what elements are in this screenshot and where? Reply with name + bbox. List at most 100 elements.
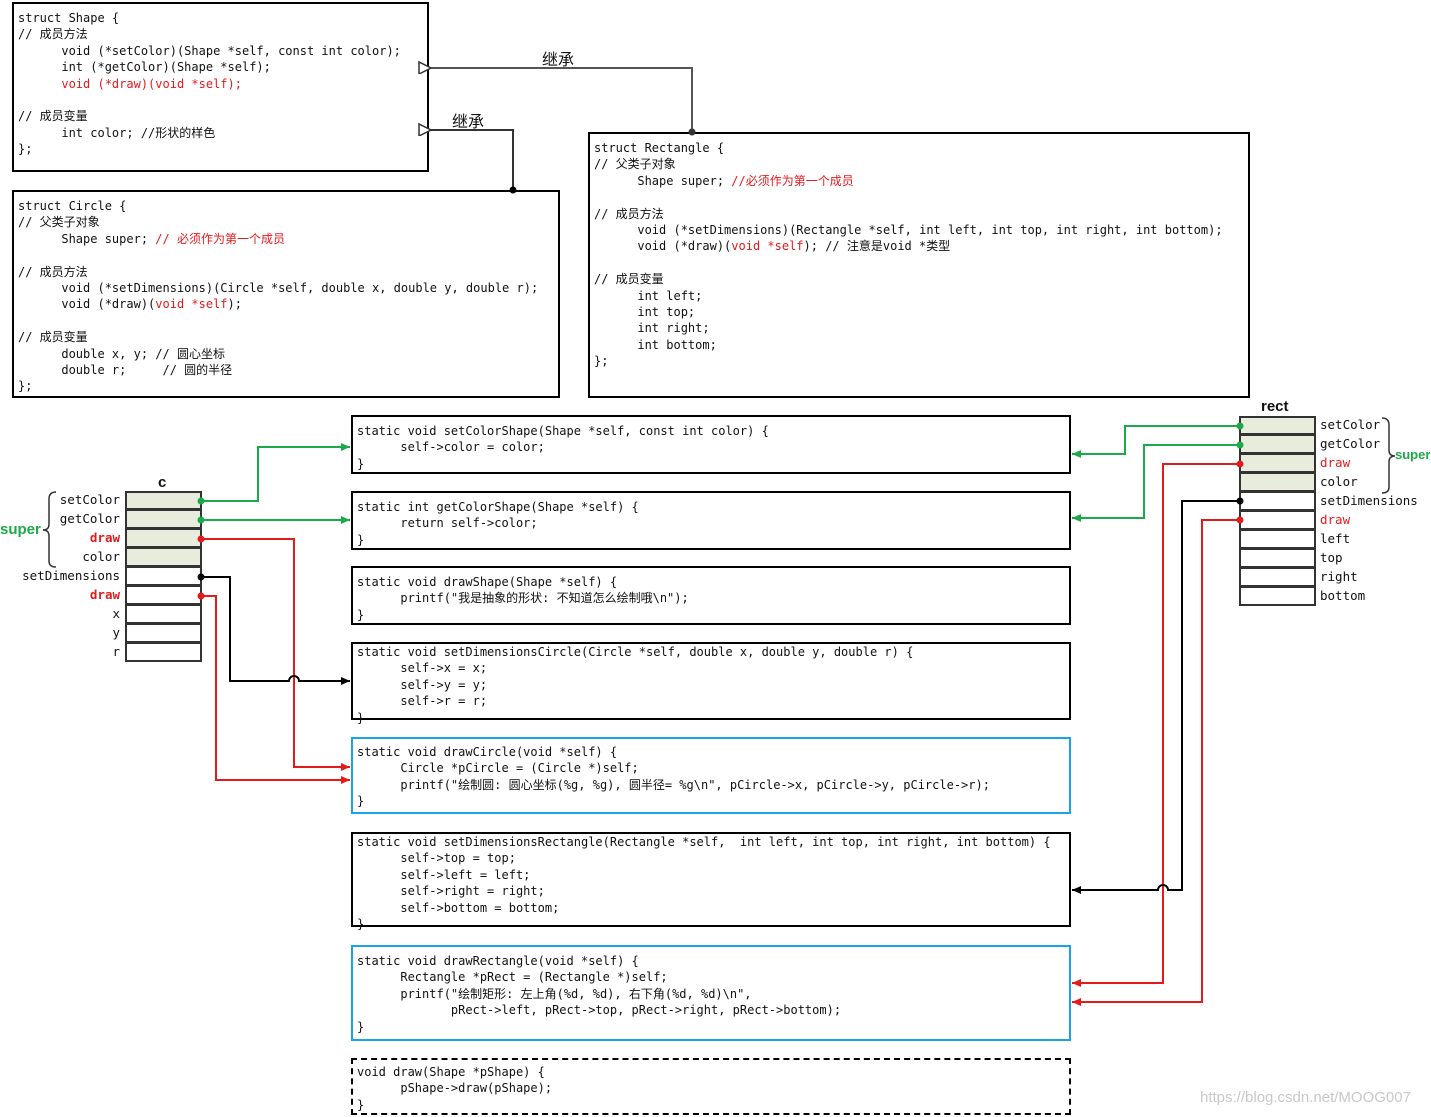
code-line: Shape super; // 必须作为第一个成员 [18,231,285,246]
code-line: printf("绘制圆: 圆心坐标(%g, %g), 圆半径= %g\n", p… [357,777,990,792]
code-line: void (*setDimensions)(Circle *self, doub… [18,280,539,295]
field-label-right: right [1320,569,1358,584]
field-label-setdimensions: setDimensions [22,568,120,583]
field-label-setcolor: setColor [1320,417,1381,432]
field-label-y: y [112,625,120,640]
code-line: void (*draw)(void *self); [18,297,242,312]
code-line: int left; [594,288,703,303]
code-line: self->top = top; [357,851,516,866]
code-line: printf("我是抽象的形状: 不知道怎么绘制哦\n"); [357,591,689,606]
super-label-left: super [0,521,41,538]
field-label-setcolor: setColor [59,492,120,507]
object-cell [125,605,202,624]
fn-drawRectangle-box: static void drawRectangle(void *self) { … [351,945,1071,1041]
wire-c-setDimensions [197,573,350,685]
struct-rectangle-code: struct Rectangle { // 父类子对象 Shape super; … [594,140,1223,369]
code-line: pRect->left, pRect->top, pRect->right, p… [357,1003,842,1018]
code-line: int bottom; [594,337,717,352]
super-brace-left [42,491,57,568]
code-line: // 成员变量 [594,272,664,287]
fn-setDimensionsRectangle-code: static void setDimensionsRectangle(Recta… [357,834,1051,932]
code-line: // 成员变量 [18,330,88,345]
object-cell [1239,473,1316,492]
code-line: } [357,456,365,471]
struct-shape-code: struct Shape { // 成员方法 void (*setColor)(S… [18,10,401,158]
code-line: // 父类子对象 [594,157,676,172]
code-line: self->bottom = bottom; [357,900,560,915]
fn-setDimensionsRectangle-box: static void setDimensionsRectangle(Recta… [351,832,1071,931]
field-label-draw: draw [1320,512,1351,527]
code-line: void (*setDimensions)(Rectangle *self, i… [594,222,1223,237]
object-cell [125,643,202,662]
code-line: void (*setColor)(Shape *self, const int … [18,43,401,58]
code-line: Circle *pCircle = (Circle *)self; [357,761,639,776]
fn-drawCircle-code: static void drawCircle(void *self) { Cir… [357,744,990,810]
fn-drawRectangle-code: static void drawRectangle(void *self) { … [357,953,841,1035]
object-rect-title: rect [1261,398,1289,415]
object-cell [125,624,202,643]
code-line: self->x = x; [357,661,488,676]
code-line: Shape super; //必须作为第一个成员 [594,173,854,188]
code-line: } [357,532,365,547]
fn-setDimensionsCircle-code: static void setDimensionsCircle(Circle *… [357,644,913,726]
wire-rect-setDimensions [1072,497,1244,894]
fn-getColorShape-box: static int getColorShape(Shape *self) { … [351,491,1071,550]
field-label-draw: draw [89,587,120,602]
code-line: printf("绘制矩形: 左上角(%d, %d), 右下角(%d, %d)\n… [357,986,752,1001]
field-label-x: x [112,606,120,621]
code-line: int top; [594,304,696,319]
field-label-getcolor: getColor [59,511,120,526]
code-line: int (*getColor)(Shape *self); [18,60,271,75]
code-line: } [357,607,365,622]
wire-rect-setColor [1072,422,1244,458]
code-line: double r; // 圆的半径 [18,362,233,377]
inherit-label-rectangle: 继承 [542,50,575,69]
code-line: self->y = y; [357,677,488,692]
wire-c-super-draw [197,535,350,771]
fn-setColorShape-box: static void setColorShape(Shape *self, c… [351,415,1071,474]
struct-circle-box: struct Circle {// 父类子对象 Shape super; // … [12,190,560,398]
code-line: } [357,916,365,931]
code-line: // 成员方法 [18,264,88,279]
field-label-draw: draw [89,530,120,545]
code-line: } [357,794,365,809]
inherit-label-circle: 继承 [452,112,485,131]
code-line: void (*draw)(void *self); [18,76,242,91]
code-line: self->left = left; [357,867,531,882]
field-label-color: color [1320,474,1358,489]
wire-c-getColor [197,516,350,524]
code-line: static void setColorShape(Shape *self, c… [357,424,769,438]
code-line: int right; [594,321,710,336]
code-line: static void drawShape(Shape *self) { [357,575,618,589]
code-line: struct Circle { [18,199,127,213]
code-line: self->r = r; [357,694,488,709]
code-line: }; [18,379,33,394]
fn-drawCircle-box: static void drawCircle(void *self) { Cir… [351,737,1071,814]
code-line: static void setDimensionsRectangle(Recta… [357,835,1051,849]
inherit-arrow-rectangle [430,68,696,136]
field-label-draw: draw [1320,455,1351,470]
struct-rectangle-box: struct Rectangle { // 父类子对象 Shape super; … [588,132,1250,398]
object-c-title: c [158,474,167,491]
code-line: pShape->draw(pShape); [357,1081,553,1096]
field-label-color: color [82,549,120,564]
wire-rect-super-draw [1072,460,1244,987]
fn-draw-box: void draw(Shape *pShape) { pShape->draw(… [351,1058,1071,1115]
code-line: struct Shape { [18,11,120,25]
wire-rect-draw [1072,516,1244,1006]
code-line: static void drawCircle(void *self) { [357,745,618,759]
object-cell [125,548,202,567]
code-line: void (*draw)(void *self); // 注意是void *类型 [594,239,951,254]
field-label-setdimensions: setDimensions [1320,493,1418,508]
code-line: // 成员方法 [18,27,88,42]
super-brace-right [1381,417,1396,494]
code-line: // 成员变量 [18,109,88,124]
field-label-getcolor: getColor [1320,436,1381,451]
fn-drawShape-code: static void drawShape(Shape *self) { pri… [357,574,689,623]
field-label-r: r [112,644,120,659]
code-line: struct Rectangle { [594,141,725,155]
code-line: } [357,1019,365,1034]
field-label-left: left [1320,531,1351,546]
code-line: }; [594,354,609,369]
